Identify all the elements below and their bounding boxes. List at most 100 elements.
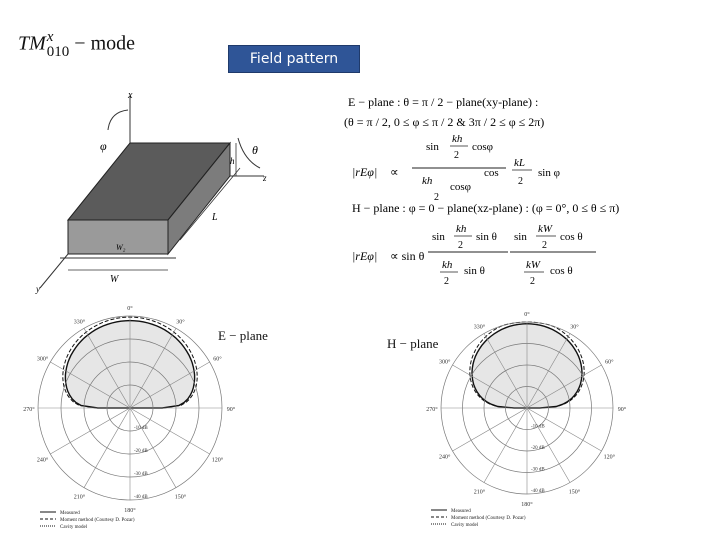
- e-abs-rE: |rEφ|: [352, 165, 377, 179]
- angle-tick-label: 120°: [212, 457, 224, 464]
- h-propto-sin: ∝ sin θ: [390, 249, 425, 263]
- h-2-bot: 2: [444, 276, 449, 287]
- e-sinphi: sin φ: [538, 167, 560, 179]
- angle-tick-label: 120°: [604, 454, 616, 461]
- theta-symbol: θ: [252, 143, 258, 157]
- e-kh-top: kh: [452, 133, 463, 145]
- legend-entry: Cavity model: [451, 523, 479, 528]
- e-cosphi-top: cosφ: [472, 141, 493, 153]
- legend-entry: Cavity model: [60, 525, 88, 530]
- h-sintheta-top: sin θ: [476, 231, 497, 243]
- angle-tick-label: 150°: [569, 488, 581, 495]
- phi-arc: [107, 109, 129, 131]
- h-costheta-top: cos θ: [560, 231, 583, 243]
- h-costheta-bot: cos θ: [550, 265, 573, 277]
- legend-entry: Moment method (Courtesy D. Pozar): [60, 518, 135, 523]
- h-plane-label: H − plane: [387, 336, 439, 351]
- polar-spoke: [526, 364, 602, 409]
- polar-spoke: [483, 407, 528, 483]
- angle-tick-label: 330°: [474, 324, 486, 331]
- h-kh-top: kh: [456, 223, 467, 235]
- e-2-bot: 2: [434, 192, 439, 203]
- db-ring-label: -10 dB: [134, 426, 148, 431]
- h-plane-polar-plot: 0°30°60°90°120°150°180°210°240°270°300°3…: [426, 311, 627, 528]
- db-ring-label: -10 dB: [531, 425, 545, 430]
- width-label: W: [110, 274, 120, 285]
- polar-spoke: [129, 361, 210, 409]
- field-pattern-badge: Field pattern: [228, 45, 360, 73]
- y-axis-label: y: [35, 284, 40, 294]
- h-kW-bot: kW: [526, 259, 541, 271]
- z-axis-label: z: [262, 173, 267, 183]
- h-kW-top: kW: [538, 223, 553, 235]
- legend-entry: Moment method (Courtesy D. Pozar): [451, 516, 526, 521]
- legend-entry: Measured: [60, 511, 80, 516]
- angle-tick-label: 90°: [227, 406, 236, 413]
- e-plane-label: E − plane: [218, 328, 268, 343]
- polar-spoke: [483, 333, 528, 409]
- polar-spoke: [83, 407, 131, 488]
- e-kL: kL: [514, 157, 525, 169]
- angle-tick-label: 0°: [524, 311, 530, 318]
- h-sin-1: sin: [432, 231, 445, 243]
- title-subscript: 010: [46, 44, 70, 60]
- e-cos: cos: [484, 167, 499, 179]
- legend-entry: Measured: [451, 509, 471, 514]
- db-ring-label: -30 dB: [531, 468, 545, 473]
- angle-tick-label: 330°: [74, 319, 86, 326]
- h-plane-formula: |rEφ| ∝ sin θ sin kh 2 sin θ kh 2 sin θ …: [352, 223, 596, 287]
- polar-spoke: [129, 407, 177, 488]
- angle-tick-label: 210°: [474, 488, 486, 495]
- polar-spoke: [452, 364, 528, 409]
- e-plane-range: (θ = π / 2, 0 ≤ φ ≤ π / 2 & 3π / 2 ≤ φ ≤…: [344, 115, 544, 129]
- polar-spoke: [129, 407, 210, 455]
- h-sin-2: sin: [514, 231, 527, 243]
- db-ring-label: -20 dB: [531, 446, 545, 451]
- e-plane-definition: E − plane : θ = π / 2 − plane(xy-plane) …: [348, 95, 538, 109]
- h-abs-rE: |rEφ|: [352, 249, 377, 263]
- db-ring-label: -30 dB: [134, 472, 148, 477]
- e-2-top: 2: [454, 150, 459, 161]
- angle-tick-label: 150°: [175, 493, 187, 500]
- angle-tick-label: 270°: [426, 406, 438, 413]
- polar-spoke: [83, 328, 131, 409]
- polar-spoke: [526, 333, 571, 409]
- h-2-kW-bot: 2: [530, 276, 535, 287]
- phi-symbol: φ: [100, 139, 107, 153]
- equations-block: E − plane : θ = π / 2 − plane(xy-plane) …: [344, 95, 619, 287]
- angle-tick-label: 300°: [37, 356, 49, 363]
- h-2-top: 2: [458, 240, 463, 251]
- e-sin: sin: [426, 141, 439, 153]
- angle-tick-label: 90°: [618, 406, 627, 413]
- e-2-kL: 2: [518, 176, 523, 187]
- polar-spoke: [452, 407, 528, 452]
- angle-tick-label: 210°: [74, 493, 86, 500]
- title-tm: TM: [18, 32, 46, 55]
- e-propto: ∝: [390, 165, 399, 179]
- angle-tick-label: 30°: [176, 319, 185, 326]
- h-kh-bot: kh: [442, 259, 453, 271]
- h-plane-definition: H − plane : φ = 0 − plane(xz-plane) : (φ…: [352, 201, 619, 215]
- db-ring-label: -20 dB: [134, 449, 148, 454]
- length-label: L: [211, 212, 218, 223]
- polar-spoke: [50, 361, 131, 409]
- db-ring-label: -40 dB: [531, 489, 545, 494]
- h-sintheta-bot: sin θ: [464, 265, 485, 277]
- e-plane-formula: |rEφ| ∝ sin kh 2 cosφ kh 2 cosφ cos kL 2…: [352, 133, 560, 203]
- angle-tick-label: 240°: [439, 454, 451, 461]
- polar-spoke: [129, 328, 177, 409]
- patch-geometry-figure: x φ z y h θ L W W₂: [35, 90, 267, 294]
- x-axis-label: x: [127, 90, 133, 101]
- e-cosphi-bot: cosφ: [450, 181, 471, 193]
- db-ring-label: -40 dB: [134, 495, 148, 500]
- e-kh-bot: kh: [422, 175, 433, 187]
- slot-label: W₂: [116, 243, 126, 252]
- h-2-kW-top: 2: [542, 240, 547, 251]
- angle-tick-label: 0°: [127, 305, 133, 312]
- height-label: h: [230, 156, 235, 166]
- y-axis-line: [39, 253, 69, 289]
- angle-tick-label: 240°: [37, 457, 49, 464]
- angle-tick-label: 180°: [124, 507, 136, 514]
- angle-tick-label: 180°: [521, 501, 533, 508]
